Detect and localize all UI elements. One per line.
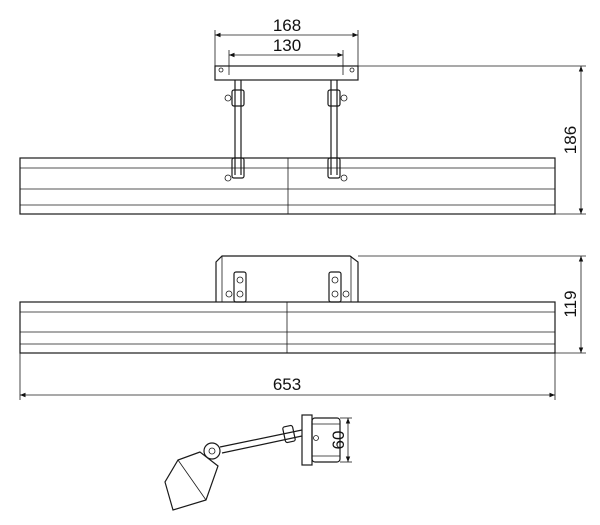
side-view [164,414,341,511]
upper-knuckle-right [327,89,341,107]
dim-base-diameter: 60 [329,417,352,463]
mounting-plate [214,65,359,81]
arm-joint-shade [203,442,221,460]
dim-total-height: 186 [358,65,586,215]
hinge-left [233,271,247,303]
dim-side-height: 119 [358,255,586,354]
bracket-plate [215,255,359,302]
arm-joint-base [282,424,296,444]
plate-screw [349,67,355,73]
dim-label-60: 60 [329,431,348,450]
light-bar-front [19,301,556,354]
dim-label-186: 186 [561,126,580,154]
dim-plate-width: 168 [214,16,359,66]
dim-label-130: 130 [273,36,301,55]
dim-total-length: 653 [19,353,556,400]
front-view [19,255,556,354]
hinge-right [328,271,342,303]
wall-base [311,417,341,463]
wall-base-flange [301,414,313,466]
top-view [19,65,556,215]
light-bar-top [19,157,556,215]
dim-rod-spacing: 130 [228,36,344,75]
lamp-shade [164,451,219,511]
plate-screw [218,67,224,73]
dim-label-168: 168 [273,16,301,35]
upper-knuckle-left [231,89,245,107]
dim-label-119: 119 [561,290,580,317]
dim-label-653: 653 [273,375,301,394]
